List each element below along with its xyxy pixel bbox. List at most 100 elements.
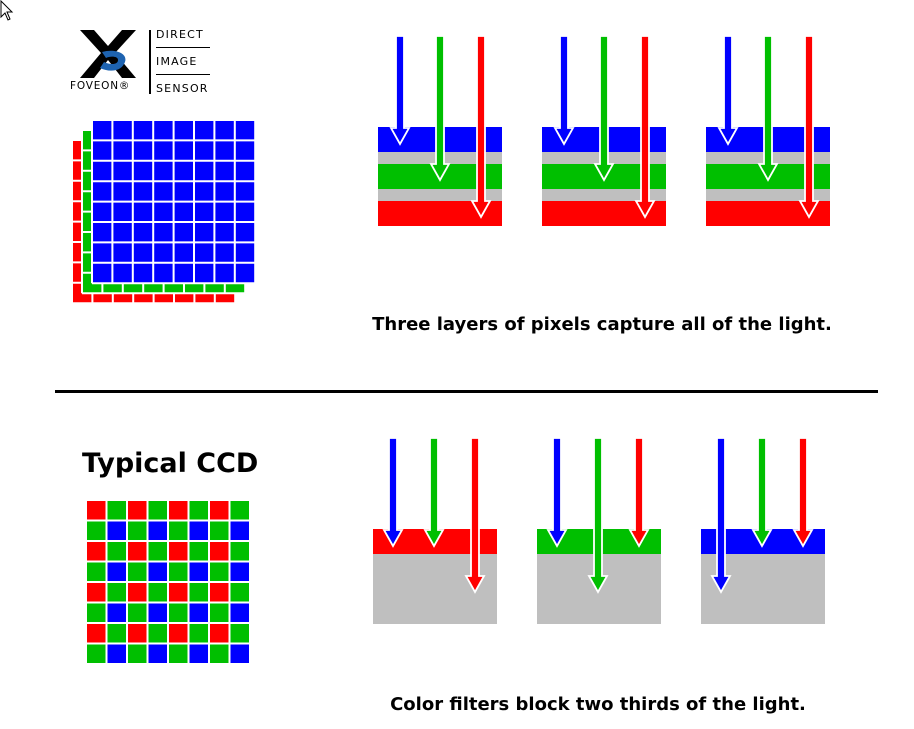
red-filter-cell (86, 540, 108, 563)
gray-gap-band (542, 189, 666, 201)
bayer-mosaic (86, 500, 250, 665)
logo-text-image: IMAGE (156, 55, 198, 68)
foveon-cross-sections (378, 35, 830, 226)
green-filter-cell (167, 601, 190, 624)
blue-filter-cell (228, 642, 250, 665)
green-filter-cell (187, 500, 210, 522)
blue-light-arrow (717, 35, 739, 146)
red-filter-cell (208, 622, 231, 645)
blue-pixel-layer (91, 119, 257, 285)
logo-divider (149, 30, 151, 94)
blue-filter-cell (146, 519, 169, 542)
green-filter-cell (86, 560, 108, 583)
green-light-arrow (423, 437, 445, 548)
green-filter-cell (105, 581, 128, 604)
ccd-caption: Color filters block two thirds of the li… (390, 694, 806, 715)
section-divider (55, 390, 878, 393)
blue-light-arrow (389, 35, 411, 146)
blue-filter-cell (228, 560, 250, 583)
green-light-arrow (587, 437, 609, 594)
red-light-arrow (634, 35, 656, 219)
red-light-arrow (798, 35, 820, 219)
red-filter-cell (86, 500, 108, 522)
x3-logo-icon (80, 30, 136, 78)
green-filter-cell (146, 500, 169, 522)
green-filter-cell (86, 519, 108, 542)
green-filter-cell (126, 560, 149, 583)
foveon-section-1 (378, 35, 502, 226)
foveon-section-2 (542, 35, 666, 226)
red-filter-cell (208, 540, 231, 563)
green-filter-cell (126, 519, 149, 542)
green-filter-cell (187, 540, 210, 563)
red-light-arrow (628, 437, 650, 548)
green-light-arrow (429, 35, 451, 182)
ccd-section-blue-filter (701, 437, 825, 624)
green-filter-cell (228, 622, 250, 645)
logo-text-sensor: SENSOR (156, 82, 209, 95)
blue-filter-cell (146, 560, 169, 583)
green-filter-cell (105, 540, 128, 563)
green-filter-cell (208, 519, 231, 542)
green-filter-cell (228, 581, 250, 604)
blue-light-arrow (382, 437, 404, 548)
red-filter-cell (208, 500, 231, 522)
foveon-layer-stack (71, 119, 257, 305)
red-filter-cell (126, 540, 149, 563)
gray-gap-band (378, 189, 502, 201)
green-filter-cell (126, 642, 149, 665)
ccd-title: Typical CCD (82, 448, 259, 479)
blue-filter-cell (105, 519, 128, 542)
red-filter-cell (86, 622, 108, 645)
blue-light-arrow (546, 437, 568, 548)
blue-filter-cell (187, 519, 210, 542)
green-filter-cell (167, 642, 190, 665)
red-filter-cell (167, 500, 190, 522)
green-filter-cell (167, 560, 190, 583)
blue-filter-cell (228, 519, 250, 542)
red-light-arrow (470, 35, 492, 219)
green-filter-cell (208, 642, 231, 665)
red-filter-cell (167, 622, 190, 645)
logo-rule (156, 47, 210, 48)
blue-filter-cell (146, 642, 169, 665)
green-filter-cell (228, 540, 250, 563)
foveon-logo: DIRECT IMAGE SENSOR FOVEON® (70, 28, 220, 100)
green-filter-cell (146, 581, 169, 604)
red-filter-cell (126, 622, 149, 645)
foveon-caption: Three layers of pixels capture all of th… (372, 314, 832, 335)
red-filter-cell (126, 500, 149, 522)
red-filter-cell (167, 540, 190, 563)
blue-filter-cell (187, 560, 210, 583)
blue-filter-cell (187, 642, 210, 665)
green-filter-cell (105, 622, 128, 645)
green-filter-cell (208, 601, 231, 624)
green-filter-cell (86, 642, 108, 665)
blue-filter-cell (105, 560, 128, 583)
red-filter-cell (86, 581, 108, 604)
ccd-section-green-filter (537, 437, 661, 624)
green-filter-cell (167, 519, 190, 542)
green-filter-cell (228, 500, 250, 522)
foveon-section-3 (706, 35, 830, 226)
blue-light-arrow (553, 35, 575, 146)
blue-filter-cell (146, 601, 169, 624)
logo-text-foveon: FOVEON® (70, 80, 131, 92)
green-light-arrow (751, 437, 773, 548)
green-filter-cell (187, 622, 210, 645)
ccd-section-red-filter (373, 437, 497, 624)
red-filter-cell (126, 581, 149, 604)
red-filter-cell (167, 581, 190, 604)
red-filter-cell (208, 581, 231, 604)
cursor-arrow-icon (0, 0, 14, 21)
green-filter-cell (146, 622, 169, 645)
blue-filter-cell (105, 601, 128, 624)
logo-text-direct: DIRECT (156, 28, 204, 41)
logo-rule (156, 74, 210, 75)
ccd-cross-sections (373, 437, 825, 624)
green-filter-cell (187, 581, 210, 604)
green-filter-cell (86, 601, 108, 624)
gray-gap-band (706, 189, 830, 201)
green-light-arrow (593, 35, 615, 182)
green-filter-cell (208, 560, 231, 583)
